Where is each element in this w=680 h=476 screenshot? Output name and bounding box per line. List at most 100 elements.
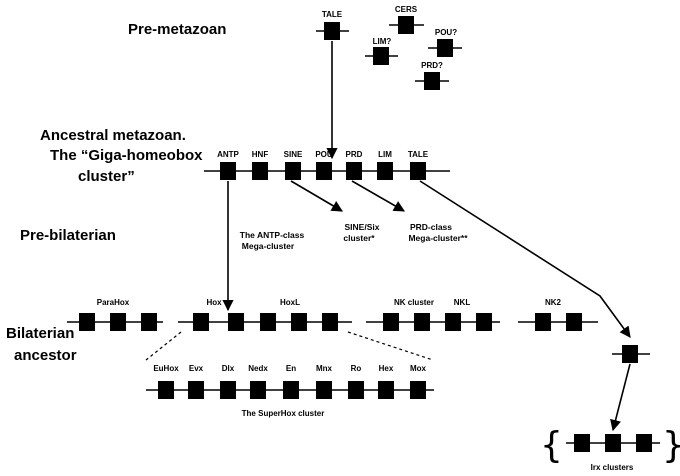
parahox-label: ParaHox	[97, 298, 130, 307]
gene-box-tale	[410, 162, 426, 180]
gene-box-mnx	[316, 381, 332, 399]
gene-pou-premetazoan: POU?	[428, 28, 462, 57]
giga-gene-label: POU	[315, 150, 333, 159]
stage-pre-metazoan: Pre-metazoan	[128, 21, 226, 38]
note-sine-line1: SINE/Six	[345, 222, 380, 232]
nk-cluster: NK cluster NKL	[366, 298, 500, 331]
giga-gene-label: TALE	[408, 150, 429, 159]
gene-box	[445, 313, 461, 331]
arrow-tale-to-irx	[419, 180, 631, 338]
gene-box	[228, 313, 244, 331]
gene-lim-premetazoan: LIM?	[365, 37, 398, 65]
superhox-caption: The SuperHox cluster	[242, 409, 325, 418]
gene-box-ro	[348, 381, 364, 399]
gene-box-euhox	[158, 381, 174, 399]
giga-gene-label: SINE	[284, 150, 303, 159]
gene-box	[636, 434, 652, 452]
stage-pre-bilaterian: Pre-bilaterian	[20, 227, 116, 244]
gene-box	[535, 313, 551, 331]
gene-box	[398, 16, 414, 34]
nk2-cluster: NK2	[518, 298, 598, 331]
giga-gene-label: ANTP	[217, 150, 239, 159]
expansion-dash-left	[145, 331, 182, 361]
gene-box	[424, 72, 440, 90]
gene-box-dlx	[220, 381, 236, 399]
superhox-gene-label: En	[286, 364, 296, 373]
gene-label: PRD?	[421, 61, 443, 70]
gene-box	[79, 313, 95, 331]
irx-caption: Irx clusters	[591, 463, 634, 472]
hox-hoxl-cluster: Hox HoxL	[178, 298, 352, 331]
gene-box	[622, 345, 638, 363]
irx-clusters: { } Irx clusters	[540, 425, 680, 472]
superhox-cluster: EuHox Evx Dlx Nedx En Mnx Ro Hex Mox The…	[146, 364, 434, 418]
gene-box	[414, 313, 430, 331]
stage-bilaterian-line2: ancestor	[14, 347, 77, 364]
expansion-dash-right	[347, 331, 434, 361]
stage-bilaterian-line1: Bilaterian	[6, 325, 74, 342]
gene-label: CERS	[395, 5, 418, 14]
gene-box	[373, 47, 389, 65]
gene-box	[260, 313, 276, 331]
superhox-gene-label: Dlx	[222, 364, 235, 373]
brace-left: {	[540, 425, 563, 466]
gene-box-nedx	[250, 381, 266, 399]
giga-gene-label: PRD	[346, 150, 363, 159]
gene-box-lim	[377, 162, 393, 180]
gene-tale-premetazoan: TALE	[316, 10, 349, 40]
gene-box-hnf	[252, 162, 268, 180]
note-prd-line1: PRD-class	[410, 222, 452, 232]
superhox-gene-label: Mnx	[316, 364, 333, 373]
note-antp-line2: Mega-cluster	[242, 241, 295, 251]
stage-ancestral-line3: cluster”	[78, 168, 135, 185]
arrow-prd-to-mega	[351, 180, 405, 212]
superhox-gene-label: Hex	[379, 364, 394, 373]
gene-box-sine	[285, 162, 301, 180]
giga-gene-label: HNF	[252, 150, 269, 159]
giga-cluster: ANTP HNF SINE POU PRD LIM TALE	[204, 150, 450, 180]
brace-right: }	[662, 425, 680, 466]
arrow-tale-to-irx-clusters	[610, 363, 631, 432]
gene-label: TALE	[322, 10, 343, 19]
note-prd-line2: Mega-cluster**	[408, 233, 468, 243]
gene-box	[193, 313, 209, 331]
hox-label: Hox	[206, 298, 222, 307]
gene-box-antp	[220, 162, 236, 180]
gene-prd-premetazoan: PRD?	[415, 61, 449, 90]
gene-box-pou	[316, 162, 332, 180]
note-sine-line2: cluster*	[343, 233, 375, 243]
arrow-sine-to-six	[290, 180, 343, 212]
gene-cers: CERS	[389, 5, 424, 34]
gene-box	[141, 313, 157, 331]
superhox-gene-label: Ro	[351, 364, 362, 373]
giga-gene-label: LIM	[378, 150, 392, 159]
gene-box-mox	[410, 381, 426, 399]
nk-cluster-label: NK cluster	[394, 298, 434, 307]
gene-box	[110, 313, 126, 331]
gene-box	[437, 39, 453, 57]
gene-box	[566, 313, 582, 331]
stage-ancestral-line2: The “Giga-homeobox	[50, 147, 203, 164]
gene-box-prd	[346, 162, 362, 180]
gene-box-hex	[378, 381, 394, 399]
gene-box	[574, 434, 590, 452]
tale-bilaterian	[612, 345, 650, 363]
gene-box	[322, 313, 338, 331]
gene-box-en	[283, 381, 299, 399]
gene-label: LIM?	[373, 37, 392, 46]
superhox-gene-label: Nedx	[248, 364, 268, 373]
gene-box	[476, 313, 492, 331]
gene-label: POU?	[435, 28, 457, 37]
stage-ancestral-line1: Ancestral metazoan.	[40, 127, 186, 144]
parahox-cluster: ParaHox	[67, 298, 163, 331]
superhox-gene-label: EuHox	[153, 364, 179, 373]
gene-box	[383, 313, 399, 331]
superhox-gene-label: Mox	[410, 364, 427, 373]
superhox-gene-label: Evx	[189, 364, 204, 373]
gene-box	[291, 313, 307, 331]
gene-box	[324, 22, 340, 40]
hoxl-label: HoxL	[280, 298, 300, 307]
nkl-label: NKL	[454, 298, 471, 307]
